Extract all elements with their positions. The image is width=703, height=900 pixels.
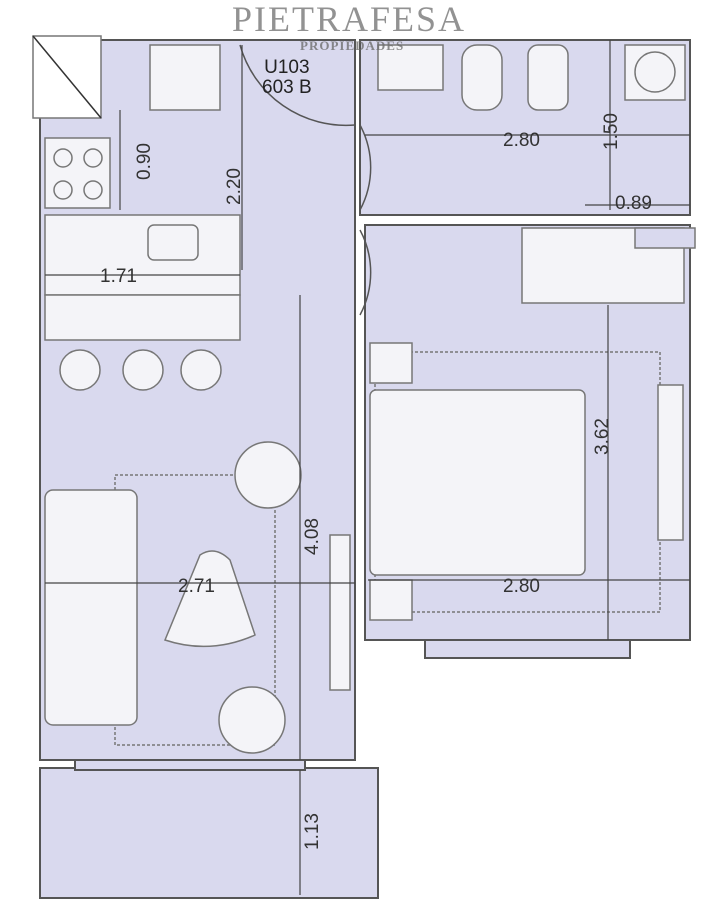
bedroom-tv bbox=[657, 384, 684, 541]
living-window bbox=[74, 759, 306, 771]
counter bbox=[44, 214, 241, 296]
dim-balcony-depth: 1.13 bbox=[302, 813, 323, 850]
bed bbox=[369, 389, 586, 576]
bidet bbox=[527, 44, 569, 111]
dim-shower-width: 0.89 bbox=[615, 193, 652, 214]
dim-bath-depth: 1.50 bbox=[601, 113, 622, 150]
dim-bath-width: 2.80 bbox=[503, 130, 540, 151]
watermark-subtitle: PROPIEDADES bbox=[300, 38, 405, 53]
dim-bedroom-depth: 3.62 bbox=[592, 418, 613, 455]
armchair bbox=[218, 686, 286, 754]
shelf bbox=[634, 227, 696, 249]
nightstand bbox=[369, 579, 413, 621]
dim-living-depth: 4.08 bbox=[302, 518, 323, 555]
stool bbox=[180, 349, 222, 391]
dimension-lines bbox=[45, 40, 690, 895]
coffee-table bbox=[164, 550, 256, 648]
furniture bbox=[32, 35, 696, 754]
unit-code: 603 B bbox=[262, 77, 312, 98]
tv-unit bbox=[329, 534, 351, 691]
doors bbox=[239, 44, 372, 316]
stool bbox=[122, 349, 164, 391]
stool bbox=[59, 349, 101, 391]
sink bbox=[147, 224, 199, 261]
stove bbox=[44, 137, 111, 209]
toilet bbox=[461, 44, 503, 111]
bar bbox=[44, 294, 241, 341]
watermark-logo: PIETRAFESA bbox=[232, 0, 467, 39]
sofa bbox=[44, 489, 138, 726]
nightstand bbox=[369, 342, 413, 384]
dim-bedroom-width: 2.80 bbox=[503, 576, 540, 597]
balcony bbox=[39, 767, 379, 899]
unit-number: U103 bbox=[264, 57, 310, 78]
unit-label: U103 603 B bbox=[262, 58, 312, 98]
fridge bbox=[149, 44, 221, 111]
dim-kitchen-depth: 0.90 bbox=[134, 143, 155, 180]
dim-living-width: 2.71 bbox=[178, 576, 215, 597]
dim-counter-width: 1.71 bbox=[100, 266, 137, 287]
armchair bbox=[234, 441, 302, 509]
sink-bath bbox=[377, 44, 444, 91]
dim-kitchen-height: 2.20 bbox=[224, 168, 245, 205]
bedroom-window bbox=[424, 639, 631, 659]
